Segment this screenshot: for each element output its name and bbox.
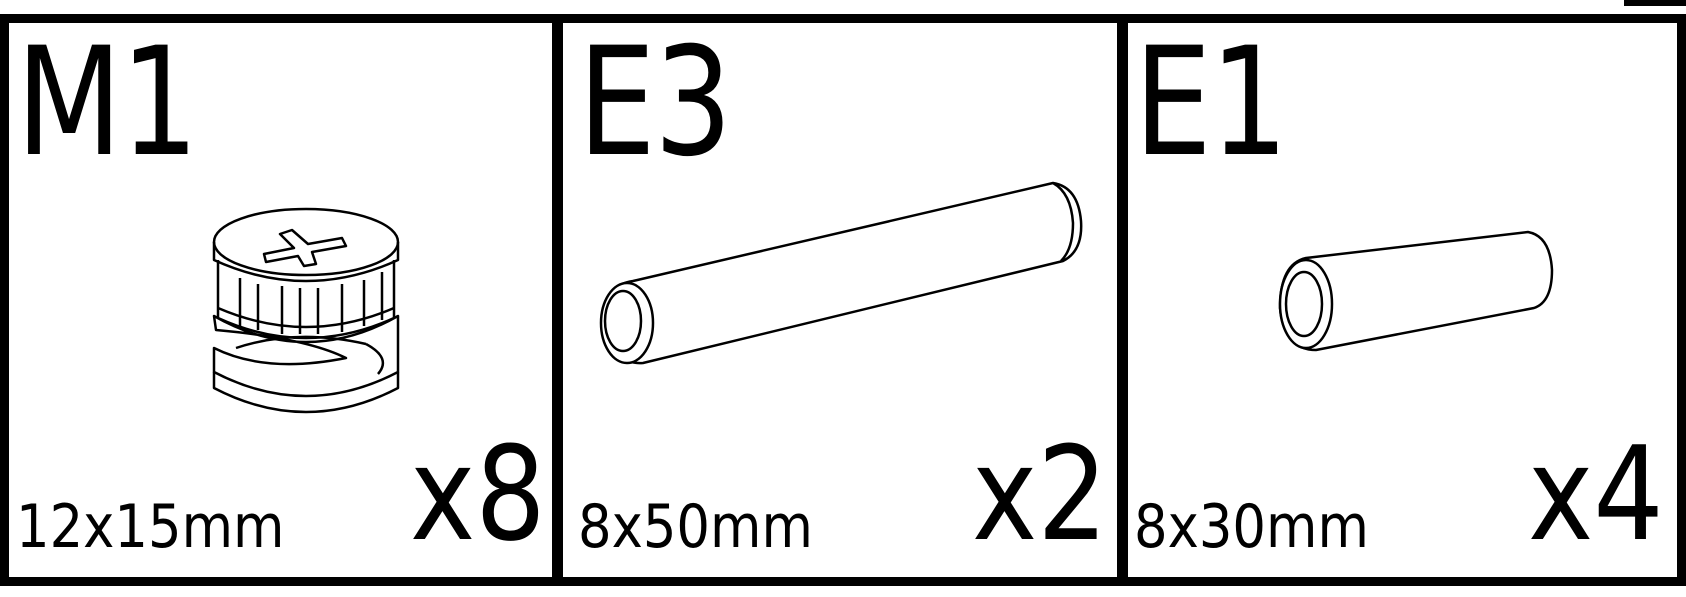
wooden-dowel-short-icon: [1278, 230, 1554, 352]
border-left: [0, 14, 9, 586]
part-size: 8x30mm: [1134, 492, 1369, 562]
divider-1: [552, 14, 563, 586]
part-panel-m1: M1 12x15mm x8: [16, 23, 546, 577]
part-panel-e3: E3 8x50mm x2: [578, 23, 1108, 577]
cam-lock-nut-icon: [212, 207, 400, 414]
border-right: [1677, 14, 1686, 586]
parts-table-frame: [0, 14, 1686, 586]
part-code: M1: [16, 16, 199, 190]
part-quantity: x8: [410, 418, 546, 570]
part-quantity: x4: [1528, 418, 1664, 570]
divider-2: [1117, 14, 1128, 586]
part-code: E1: [1134, 16, 1288, 190]
corner-mark: [1624, 0, 1686, 6]
part-size: 8x50mm: [578, 492, 813, 562]
part-size: 12x15mm: [16, 492, 285, 562]
wooden-dowel-long-icon: [599, 181, 1083, 365]
part-panel-e1: E1 8x30mm x4: [1134, 23, 1664, 577]
part-quantity: x2: [972, 418, 1108, 570]
part-code: E3: [578, 16, 732, 190]
